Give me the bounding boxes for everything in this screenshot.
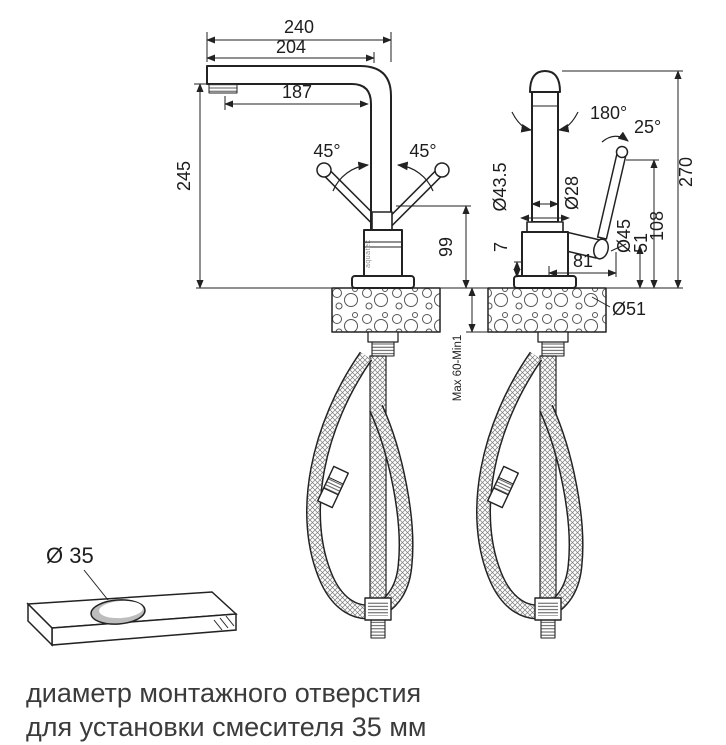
dia-43-label: Ø43.5 (490, 162, 510, 211)
caption-line-2: для установки смесителя 35 мм (26, 712, 427, 742)
aerator (208, 83, 238, 94)
rotation-arc-right (396, 161, 434, 192)
dim-240-label: 240 (284, 17, 314, 37)
mounting-stud (541, 341, 565, 357)
dim-7-label: 7 (491, 242, 511, 252)
dim-204-label: 204 (276, 37, 306, 57)
faucet-side-view (476, 70, 629, 639)
faucet-body-side (521, 231, 569, 277)
dim-99-label: 99 (436, 237, 456, 257)
mounting-stud (371, 341, 395, 357)
dim-245-label: 245 (174, 161, 194, 191)
hose-connector (487, 465, 519, 509)
faucet-front-view: aquatek (206, 65, 450, 639)
mounting-nut (367, 331, 399, 343)
dia-45-label: Ø45 (614, 219, 634, 253)
brand-logo: aquatek (365, 240, 372, 268)
side-view-hoses (476, 351, 584, 639)
dim-270-label: 270 (676, 157, 696, 187)
dim-108-label: 108 (647, 211, 667, 241)
mounting-hole-detail (26, 569, 238, 647)
mounting-nut (537, 331, 569, 343)
lever-escutcheon (593, 238, 609, 260)
caption-line-1: диаметр монтажного отверстия (26, 678, 422, 708)
caption: диаметр монтажного отверстия для установ… (26, 676, 426, 744)
faucet-body-front (363, 229, 403, 279)
countertop-section-front (331, 287, 441, 333)
angle-180-label: 180° (590, 103, 627, 123)
angle-25-label: 25° (634, 117, 661, 137)
dia-28-label: Ø28 (562, 176, 582, 210)
base-escutcheon-side (513, 275, 577, 289)
rotation-arc-left (332, 161, 370, 192)
dim-187-label: 187 (282, 82, 312, 102)
dia-51-label: Ø51 (612, 299, 646, 319)
riser-column (531, 91, 559, 223)
base-escutcheon-front (351, 275, 415, 289)
swivel-arc-left (511, 111, 533, 133)
max-min-label: Max 60-Min1 (452, 335, 464, 401)
swivel-arc-right (557, 111, 579, 133)
angle-45-left-label: 45° (313, 141, 340, 161)
front-view-hoses (306, 351, 414, 639)
hose-connector (317, 465, 349, 509)
dimension-lines (194, 32, 683, 333)
dim-51-label: 51 (631, 233, 651, 253)
tilt-arc (601, 131, 629, 143)
dia-35-label: Ø 35 (46, 543, 94, 568)
angle-45-right-label: 45° (409, 141, 436, 161)
dim-81-label: 81 (573, 251, 593, 271)
riser-cap (529, 70, 561, 93)
body-collar (526, 221, 564, 233)
faucet-levers (316, 162, 450, 230)
countertop-section-side (487, 287, 607, 333)
